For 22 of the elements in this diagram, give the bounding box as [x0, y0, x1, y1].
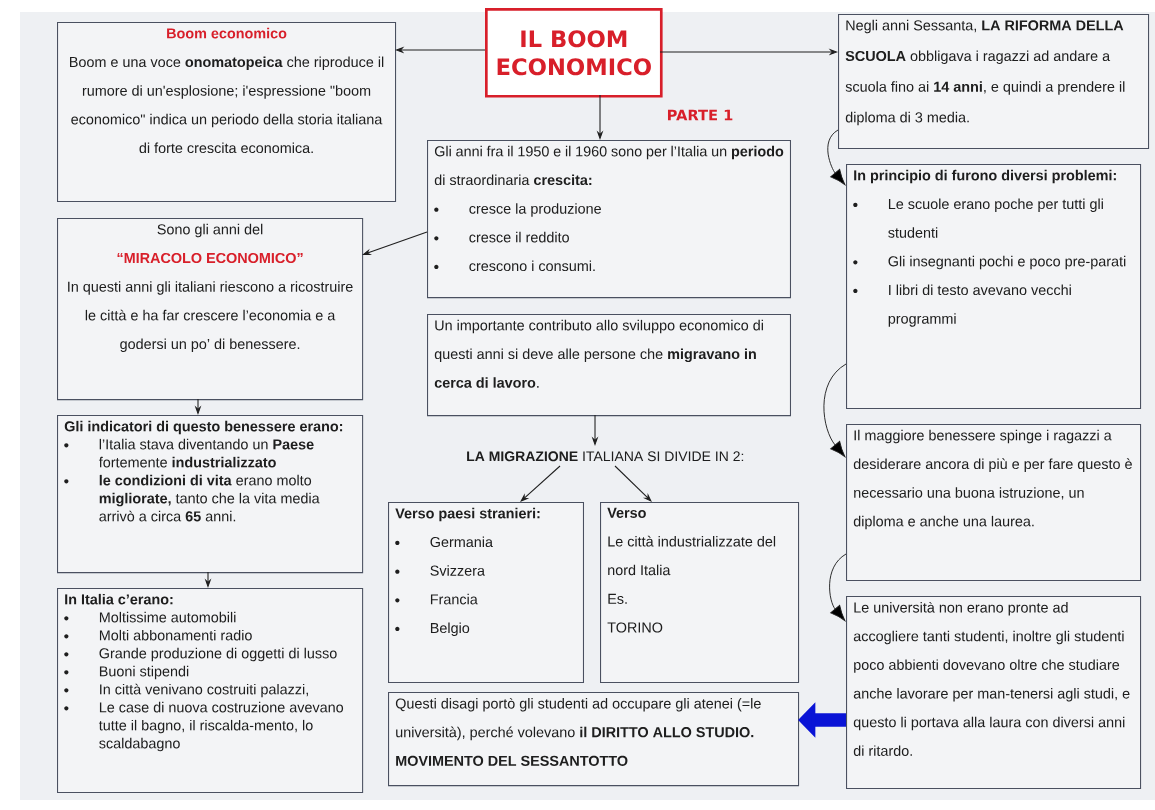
text-box: Gli anni fra il 1950 e il 1960 sono per l’Italia un periodo di straordinaria crescita: cresce la produzione cresce il reddito crescono i consumi. — [427, 140, 791, 299]
text-box: Questi disagi portò gli studenti ad occupare gli atenei (=le università), perché volevano il DIRITTO ALLO STUDIO. MOVIMENTO DEL SESSANTOTTO — [388, 692, 800, 787]
arrow — [614, 465, 652, 502]
arrow — [362, 231, 428, 256]
text-box: Negli anni Sessanta, LA RIFORMA DELLA SCUOLA obbligava i ragazzi ad andare a scuola fino ai 14 anni, e quindi a prendere il diploma di 3 media. — [838, 14, 1150, 150]
text-box: Le università non erano pronte ad accogliere tanti studenti, inoltre gli studenti poco abbienti dovevano oltre che studiare anche lavorare per man-tenersi agli studi, e questo li portava alla laura con diversi anni di ritardo. — [846, 596, 1142, 790]
text-box: Verso Le città industrializzate del nord Italia Es. TORINO — [600, 502, 800, 684]
arrow — [829, 553, 847, 622]
arrow — [520, 465, 561, 502]
arrow — [827, 129, 846, 186]
text-box: In principio di furono diversi problemi: Le scuole erano poche per tutti gli studenti Gli insegnanti pochi e poco pre-parati I libri di testo avevano vecchi programmi — [846, 164, 1142, 410]
text-box: Un importante contributo allo sviluppo economico di questi anni si deve alle persone che migravano in cerca di lavoro. — [427, 314, 791, 417]
text-box: Boom economico Boom e una voce onomatopeica che riproduce il rumore di un'esplosione; i'espressione "boom economico" indica un periodo della storia italiana di forte crescita economica. — [57, 22, 397, 202]
text-box: In Italia c’erano: Moltissime automobili Molti abbonamenti radio Grande produzione di oggetti di lusso Buoni stipendi In città venivano costruiti palazzi, Le case di nuova costruzione avevano tutte il bagno, il riscalda-mento, lo scaldabagno — [57, 588, 364, 794]
text-box: Verso paesi stranieri: Germania Svizzera Francia Belgio — [388, 502, 584, 684]
part-label: PARTE 1 — [668, 109, 733, 121]
heading-text: LA MIGRAZIONE ITALIANA SI DIVIDE IN 2: — [467, 451, 744, 462]
text-box: Sono gli anni del “MIRACOLO ECONOMICO” In questi anni gli italiani riescono a ricostruire le città e ha far crescere l’economia e a godersi un po’ di benessere. — [57, 218, 364, 401]
text-box: Gli indicatori di questo benessere erano: l’Italia stava diventando un Paese fortemente industrializzato le condizioni di vita erano molto migliorate, tanto che la vita media arrivò a circa 65 anni. — [57, 415, 364, 574]
arrow — [823, 363, 847, 458]
text-box: Il maggiore benessere spinge i ragazzi a desiderare ancora di più e per fare questo è necessario una buona istruzione, un diploma e anche una laurea. — [846, 424, 1142, 582]
title-box: IL BOOM ECONOMICO — [485, 8, 663, 98]
